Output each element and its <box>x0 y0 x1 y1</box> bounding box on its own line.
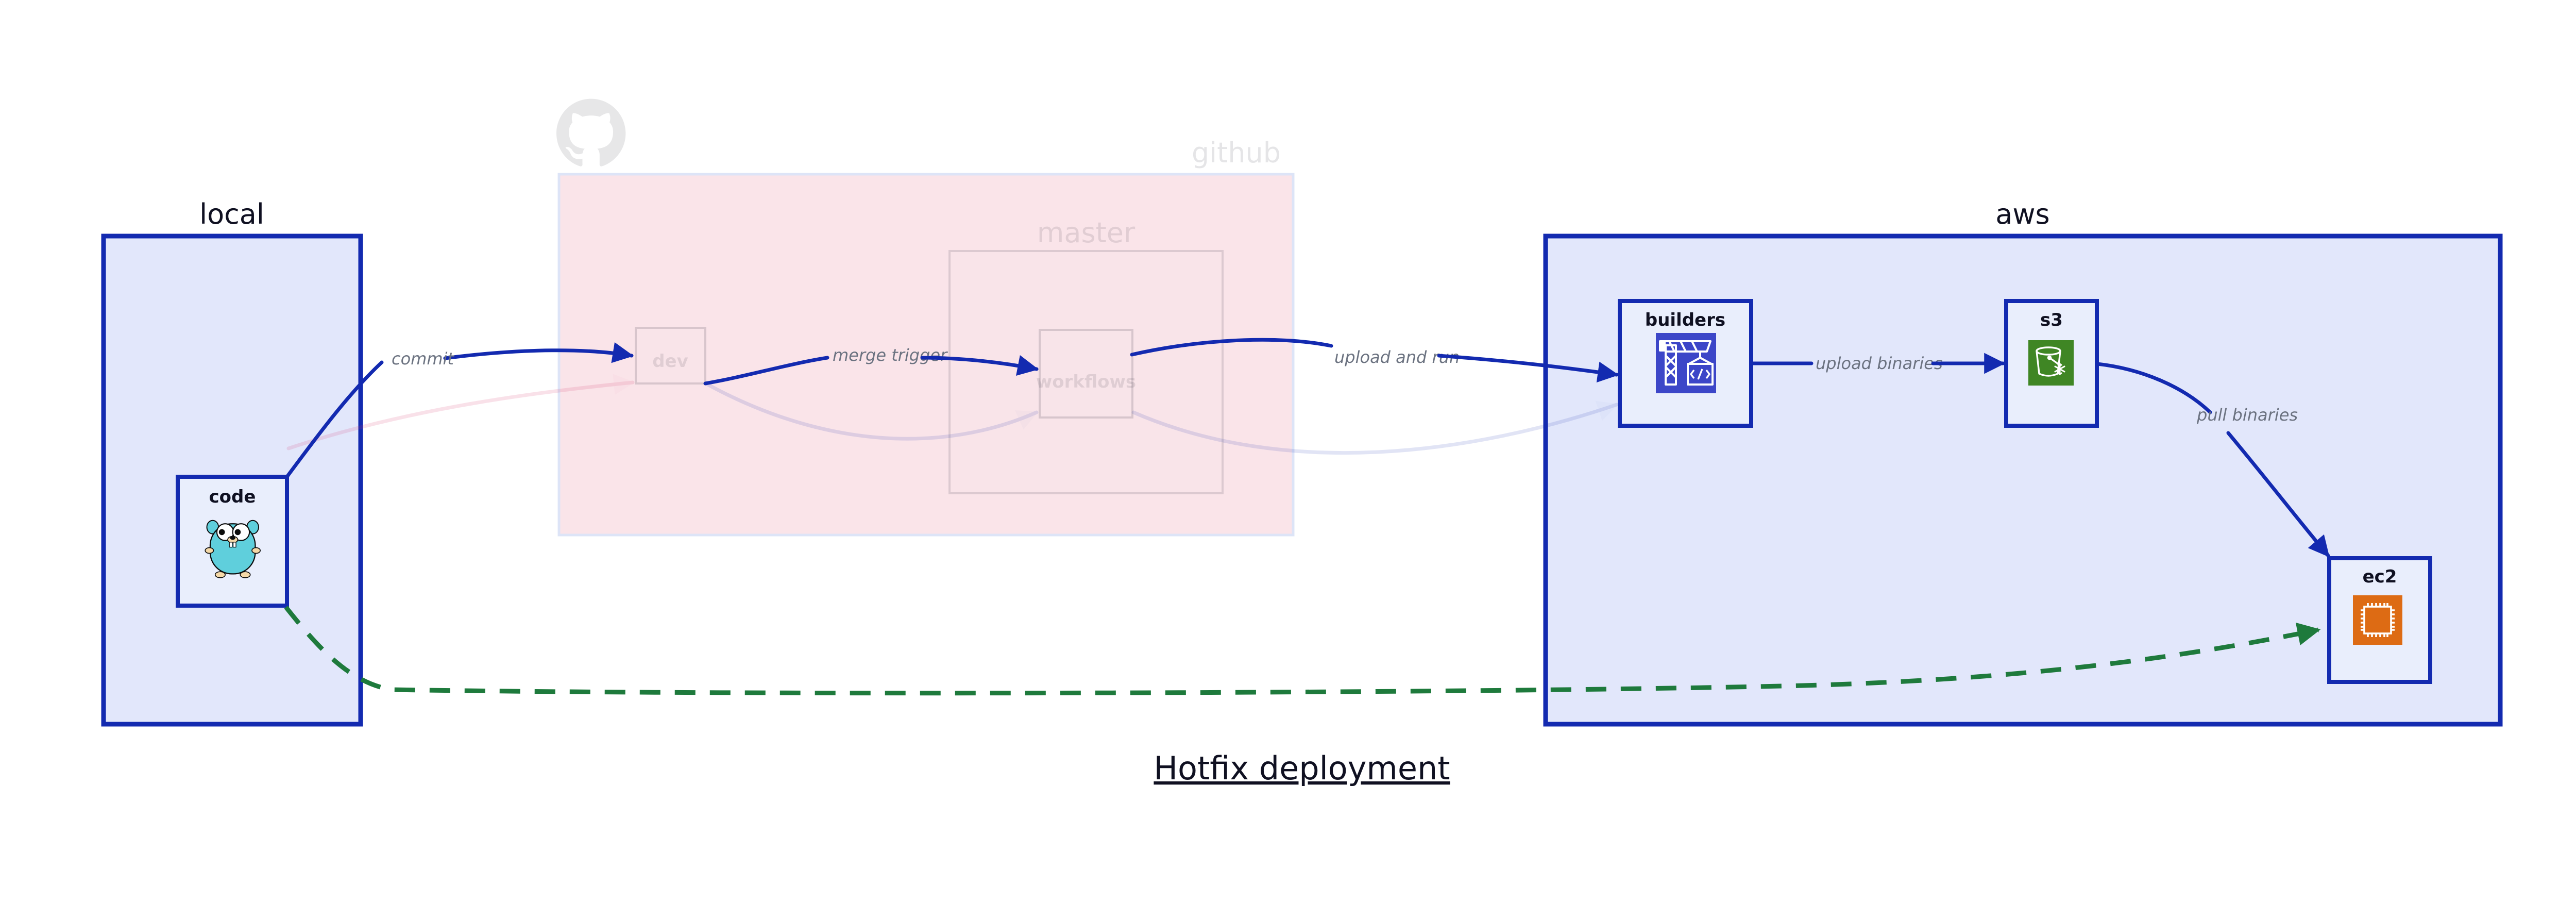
node-code-label: code <box>209 487 256 507</box>
solid-edges: commit merge trigger upload and run uplo… <box>284 338 2330 696</box>
cluster-master-label: master <box>1037 216 1136 249</box>
faded-edges <box>286 374 1619 455</box>
node-s3[interactable]: s3 <box>2004 299 2099 428</box>
node-builders[interactable]: builders <box>1618 299 1753 428</box>
edge-faded-dev-to-workflows <box>704 381 1039 441</box>
edge-label-upload-binaries: upload binaries <box>1816 354 1943 373</box>
crane-code-icon <box>1656 333 1716 393</box>
go-gopher-icon <box>205 520 261 578</box>
edge-code-to-ec2-dashed <box>284 606 2321 696</box>
cluster-github-label: github <box>1192 137 1281 169</box>
edge-label-commit: commit <box>392 349 454 369</box>
node-builders-label: builders <box>1645 310 1725 330</box>
node-s3-label: s3 <box>2040 310 2063 330</box>
github-logo-icon <box>556 98 626 166</box>
node-ec2[interactable]: ec2 <box>2327 556 2432 684</box>
edge-faded-code-to-dev <box>286 374 635 450</box>
node-dev[interactable]: dev <box>635 327 706 385</box>
edge-faded-workflows-to-builders <box>1131 400 1619 455</box>
node-workflows-label: workflows <box>1036 372 1136 392</box>
node-dev-label: dev <box>652 351 688 372</box>
cpu-chip-icon <box>2353 595 2402 645</box>
edge-s3-to-ec2-tail <box>2226 431 2330 558</box>
edge-code-to-dev-tail <box>443 342 634 363</box>
edge-dev-to-workflows-head <box>703 356 829 386</box>
edge-workflows-to-builders-tail <box>1437 354 1619 383</box>
node-workflows[interactable]: workflows <box>1036 329 1136 419</box>
node-dev-rect <box>635 327 706 385</box>
edge-s3-to-ec2-head <box>2095 362 2212 414</box>
node-code[interactable]: code <box>176 475 289 608</box>
edge-code-to-dev <box>285 360 384 479</box>
edge-label-merge-trigger: merge trigger <box>833 345 948 365</box>
node-ec2-label: ec2 <box>2363 566 2397 587</box>
page-title: Hotfix deployment <box>1154 749 1450 787</box>
cluster-local[interactable]: local code <box>101 198 363 727</box>
cluster-github[interactable]: github master dev workflows <box>556 98 1295 537</box>
cluster-aws[interactable]: aws builders <box>1543 198 2503 727</box>
cluster-github-rect <box>557 173 1295 537</box>
s3-bucket-glacier-icon <box>2028 340 2074 386</box>
cluster-master-rect <box>948 250 1224 494</box>
node-workflows-rect <box>1039 329 1133 419</box>
cluster-master[interactable]: master <box>948 216 1224 494</box>
edge-workflows-to-builders-head <box>1130 338 1333 357</box>
edge-label-pull-binaries: pull binaries <box>2196 405 2298 425</box>
edge-dev-to-workflows-tail <box>920 355 1039 376</box>
cluster-aws-label: aws <box>1995 198 2049 230</box>
cluster-local-label: local <box>199 198 264 230</box>
